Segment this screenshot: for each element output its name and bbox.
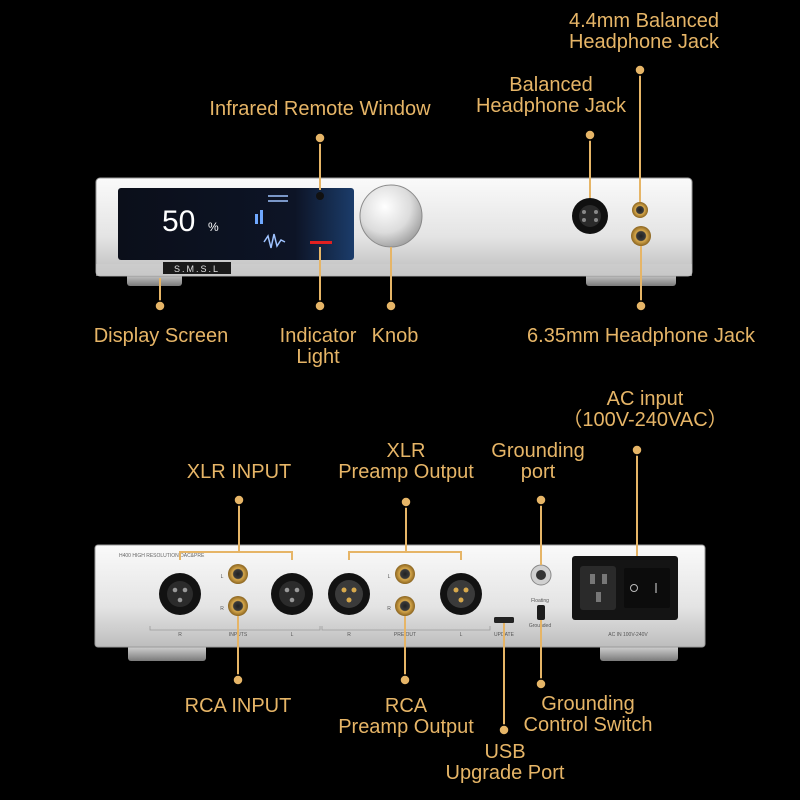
rca-out-r-mark: R — [387, 606, 391, 612]
label-knob: Knob — [371, 325, 419, 347]
xlr-input-r — [159, 573, 201, 615]
infrared-window — [316, 192, 324, 200]
label-usb-upgrade-port: USB Upgrade Port — [445, 741, 565, 784]
label-rca-preamp-output: RCA Preamp Output — [338, 695, 474, 738]
indicator-light — [310, 241, 332, 244]
label-display-screen: Display Screen — [93, 325, 229, 347]
rear-device: H400 HIGH RESOLUTION DAC&PRE — [94, 544, 706, 661]
display-status-icons — [255, 195, 288, 249]
display-unit: % — [208, 220, 219, 234]
grounding-switch — [537, 605, 545, 620]
label-indicator-light: Indicator Light — [279, 325, 357, 368]
label-infrared-window: Infrared Remote Window — [209, 98, 431, 120]
xlr-preout-r — [328, 573, 370, 615]
rear-chassis — [94, 544, 706, 648]
xlr-input-l — [271, 573, 313, 615]
power-switch — [624, 568, 670, 608]
label-grounding-port: Grounding port — [491, 440, 585, 483]
rca-in-l-mark: L — [221, 574, 224, 580]
jack-6-35mm — [631, 226, 651, 246]
label-6-35mm-jack: 6.35mm Headphone Jack — [527, 325, 755, 347]
callout-dots — [154, 64, 647, 736]
display-value: 50 — [162, 205, 195, 238]
label-xlr-input: XLR INPUT — [186, 461, 292, 483]
xlr-out-l-mark: L — [460, 632, 463, 638]
usb-upgrade-port — [494, 617, 514, 623]
label-ac-input: AC input （100V-240VAC） — [562, 388, 728, 431]
xlr-in-r-mark: R — [178, 632, 182, 638]
label-rca-input: RCA INPUT — [184, 695, 292, 717]
rear-foot-left — [128, 645, 206, 661]
brand-plate — [163, 262, 231, 274]
rear-model-text: H400 HIGH RESOLUTION DAC&PRE — [119, 553, 205, 559]
rca-in-r-mark: R — [220, 606, 224, 612]
ac-in-mark: AC IN 100V-240V — [608, 632, 648, 638]
volume-knob — [359, 184, 423, 248]
callout-lines — [159, 70, 642, 730]
xlr-preout-l — [440, 573, 482, 615]
rca-input-l — [228, 564, 248, 584]
front-device: 50 % S.M.S.L — [95, 177, 693, 286]
xlr-out-r-mark: R — [347, 632, 351, 638]
display-screen — [118, 188, 354, 260]
rca-input-r — [228, 596, 248, 616]
rca-out-l-mark: L — [388, 574, 391, 580]
jack-4-4mm — [632, 202, 648, 218]
rca-preout-l — [395, 564, 415, 584]
brand-logo: S.M.S.L — [174, 264, 220, 274]
label-xlr-preamp-output: XLR Preamp Output — [338, 440, 474, 483]
label-4-4mm-jack: 4.4mm Balanced Headphone Jack — [568, 10, 720, 53]
label-grounding-switch: Grounding Control Switch — [523, 693, 653, 736]
rca-preout-r — [395, 596, 415, 616]
floating-mark: Floating — [531, 598, 549, 604]
xlr-in-l-mark: L — [291, 632, 294, 638]
label-balanced-jack: Balanced Headphone Jack — [475, 74, 627, 117]
rear-foot-right — [600, 645, 678, 661]
